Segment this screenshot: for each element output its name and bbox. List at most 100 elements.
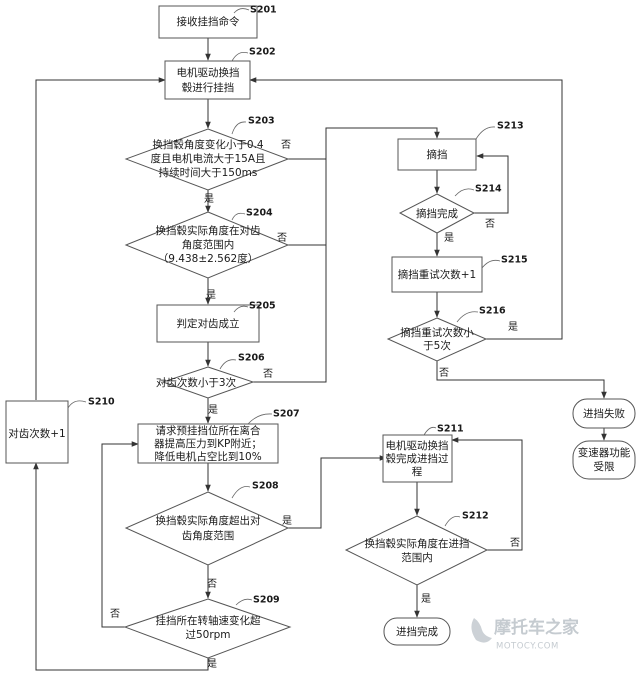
node-s203: 换挡毂角度变化小于0.4 度且电机电流大于15A且 持续时间大于150ms [124, 128, 290, 191]
yes-label: 是 [282, 515, 292, 527]
no-label: 否 [510, 537, 520, 549]
node-text: 对齿次数+1 [8, 427, 65, 440]
node-text: 摘挡重试次数小 [400, 326, 474, 339]
step-label: S201 [250, 5, 277, 16]
step-label: S207 [273, 409, 300, 420]
edge-s204-no [288, 159, 327, 246]
edge-s208-yes [288, 455, 387, 529]
no-label: 否 [110, 608, 120, 620]
leader [481, 259, 501, 269]
step-label: S210 [88, 397, 115, 408]
no-label: 否 [263, 368, 273, 380]
no-label: 否 [277, 232, 287, 244]
node-text: 请求预挂挡位所在离合 [156, 424, 261, 437]
node-s208: 换挡毂实际角度超出对 齿角度范围 [124, 491, 290, 566]
node-text: 角度范围内 [182, 238, 235, 251]
node-text: 变速器功能 [578, 446, 631, 459]
leader [475, 126, 496, 140]
leader [219, 359, 237, 370]
node-text: 判定对齿成立 [177, 317, 240, 330]
leader [233, 8, 250, 14]
node-text: 毂进行挂挡 [182, 81, 235, 94]
terminal-limited: 变速器功能 受限 [572, 440, 636, 480]
no-label: 否 [439, 367, 449, 379]
leader [456, 311, 479, 323]
leader [231, 486, 251, 499]
node-text: 进挡完成 [396, 625, 438, 638]
node-text: 电机驱动换挡 [177, 66, 240, 79]
edge-s216-no [436, 361, 607, 399]
yes-label: 是 [508, 321, 518, 333]
node-text: 摘挡重试次数+1 [398, 268, 476, 281]
node-s201: 接收挂挡命令 [158, 5, 258, 39]
step-labels: S201 S202 S203 S204 S205 S206 S207 S208 … [67, 5, 528, 606]
edge-labels: 是 是 是 是 是 是 是 是 否 否 否 否 否 否 否 否 [110, 139, 520, 670]
watermark: 摩托车之家 MOTOCY.COM [471, 617, 579, 652]
node-text: 换挡毂实际角度在进挡 [365, 537, 470, 550]
node-text: 降低电机占空比到10% [154, 450, 261, 463]
yes-label: 是 [204, 193, 214, 205]
node-text: 器提高压力到KP附近； [154, 437, 262, 450]
node-text: 挂挡所在转轴速变化超 [156, 614, 261, 627]
no-label: 否 [207, 578, 217, 590]
leader [247, 413, 273, 425]
node-text: 摘挡 [427, 148, 448, 161]
node-s213: 摘挡 [397, 138, 477, 171]
leader [454, 188, 475, 197]
node-s212: 换挡毂实际角度在进挡 范围内 [344, 515, 489, 586]
step-label: S202 [249, 47, 276, 58]
connectors [33, 38, 607, 671]
yes-label: 是 [206, 289, 216, 301]
edge-s203-no [288, 127, 440, 160]
yes-label: 是 [208, 404, 218, 416]
edge-s209-no [101, 441, 139, 628]
yes-label: 是 [207, 658, 217, 670]
terminal-fail: 进挡失败 [572, 398, 636, 429]
node-text: 接收挂挡命令 [177, 15, 240, 28]
node-text: 于5次 [423, 339, 451, 352]
edge-s210-s202 [35, 77, 166, 400]
node-text: 持续时间大于150ms [159, 166, 258, 179]
step-label: S211 [437, 424, 464, 435]
step-label: S216 [479, 306, 506, 317]
leader [231, 121, 247, 135]
node-text: 进挡失败 [583, 407, 625, 420]
leader [67, 400, 87, 409]
yes-label: 是 [421, 593, 431, 605]
leader [233, 305, 249, 313]
node-text: 摘挡完成 [416, 207, 458, 220]
edge-s212-no [451, 437, 523, 551]
leader [231, 51, 249, 62]
node-text: 齿角度范围 [182, 529, 235, 542]
step-label: S213 [497, 121, 524, 132]
edge-s216-yes [249, 77, 563, 340]
node-text: 换挡毂角度变化小于0.4 [152, 138, 264, 151]
node-text: 换挡毂实际角度在对齿 [156, 224, 261, 237]
step-label: S204 [246, 208, 273, 219]
node-text: 电机驱动换挡 [386, 439, 449, 452]
node-s206: 对齿次数小于3次 [156, 366, 255, 399]
node-s207: 请求预挂挡位所在离合 器提高压力到KP附近； 降低电机占空比到10% [137, 423, 279, 464]
leader [231, 212, 246, 221]
node-text: （9.438±2.562度） [158, 252, 258, 265]
watermark-url: MOTOCY.COM [496, 642, 559, 652]
edge-s214-no [474, 153, 509, 214]
node-s211: 电机驱动换挡 毂完成进挡过 程 [382, 434, 453, 483]
watermark-text: 摩托车之家 [494, 617, 579, 638]
node-s202: 电机驱动换挡 毂进行挂挡 [164, 60, 251, 100]
node-text: 受限 [594, 461, 615, 473]
node-s210: 对齿次数+1 [5, 400, 69, 464]
watermark-logo-icon [471, 618, 492, 643]
node-text: 毂完成进挡过 [386, 452, 449, 465]
step-label: S215 [501, 255, 528, 266]
step-label: S203 [248, 116, 275, 127]
node-s215: 摘挡重试次数+1 [391, 256, 483, 293]
yes-label: 是 [444, 232, 454, 244]
step-label: S212 [462, 511, 489, 522]
leader [423, 426, 437, 436]
node-text: 程 [412, 466, 423, 478]
node-s214: 摘挡完成 [398, 193, 476, 234]
node-s205: 判定对齿成立 [156, 304, 260, 343]
step-label: S206 [238, 353, 265, 364]
